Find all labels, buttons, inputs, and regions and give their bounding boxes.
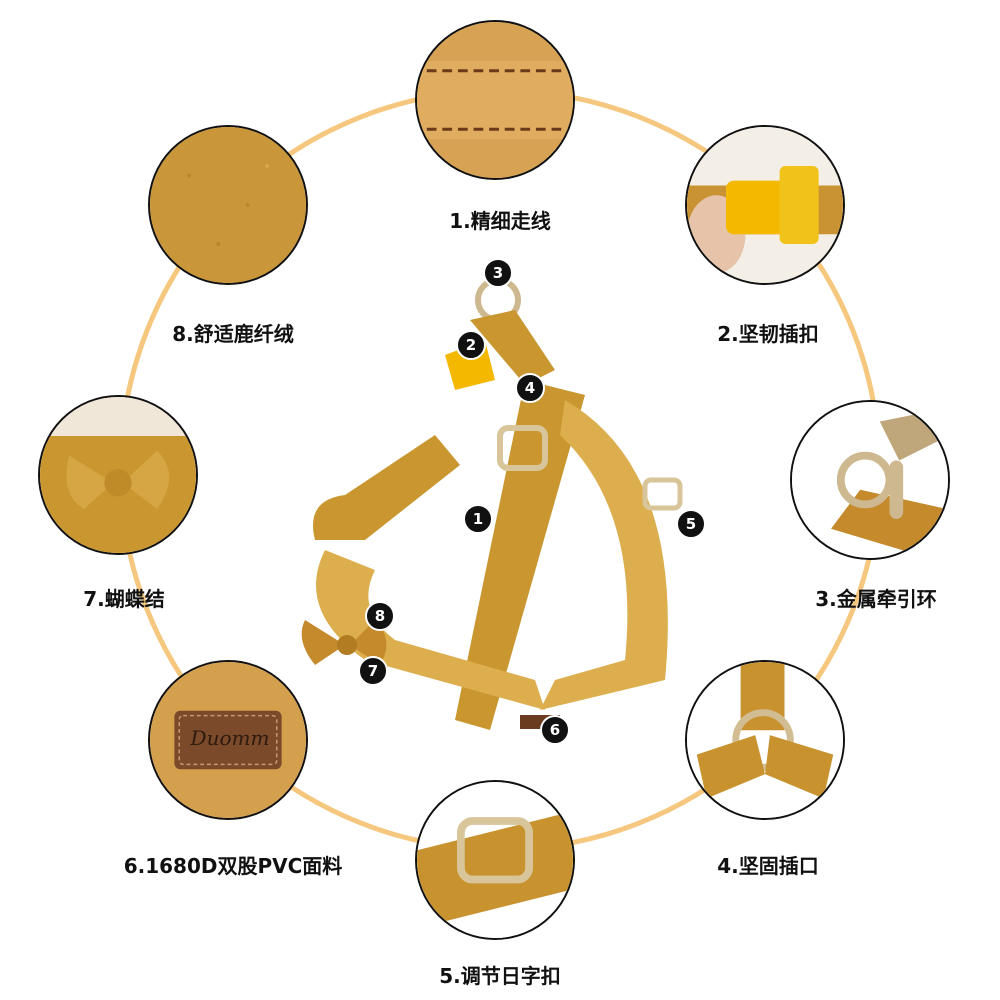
badge-2: 2 xyxy=(456,330,486,360)
feature-label-1: 1.精细走线 xyxy=(449,209,551,233)
brand-tag-text: Duomm xyxy=(190,726,270,750)
badge-5: 5 xyxy=(676,509,706,539)
badge-3: 3 xyxy=(483,258,513,288)
feature-label-3: 3.金属牵引环 xyxy=(815,587,937,611)
photo-adjuster xyxy=(415,780,575,940)
photo-dring-joint xyxy=(685,660,845,820)
feature-label-8: 8.舒适鹿纤绒 xyxy=(172,322,294,346)
badge-7: 7 xyxy=(358,656,388,686)
photo-bow xyxy=(38,395,198,555)
badge-1: 1 xyxy=(463,504,493,534)
photo-suede xyxy=(148,125,308,285)
feature-label-7: 7.蝴蝶结 xyxy=(83,587,165,611)
badge-6: 6 xyxy=(540,715,570,745)
photo-buckle xyxy=(685,125,845,285)
feature-label-2: 2.坚韧插扣 xyxy=(717,322,819,346)
harness-illustration xyxy=(301,277,683,730)
feature-label-4: 4.坚固插口 xyxy=(717,854,819,878)
photo-metal-ring xyxy=(790,400,950,560)
photo-brand-tag: Duomm xyxy=(148,660,308,820)
feature-label-6: 6.1680D双股PVC面料 xyxy=(123,854,343,878)
badge-8: 8 xyxy=(365,601,395,631)
feature-label-5: 5.调节日字扣 xyxy=(439,964,561,988)
photo-stitching xyxy=(415,20,575,180)
badge-4: 4 xyxy=(515,373,545,403)
